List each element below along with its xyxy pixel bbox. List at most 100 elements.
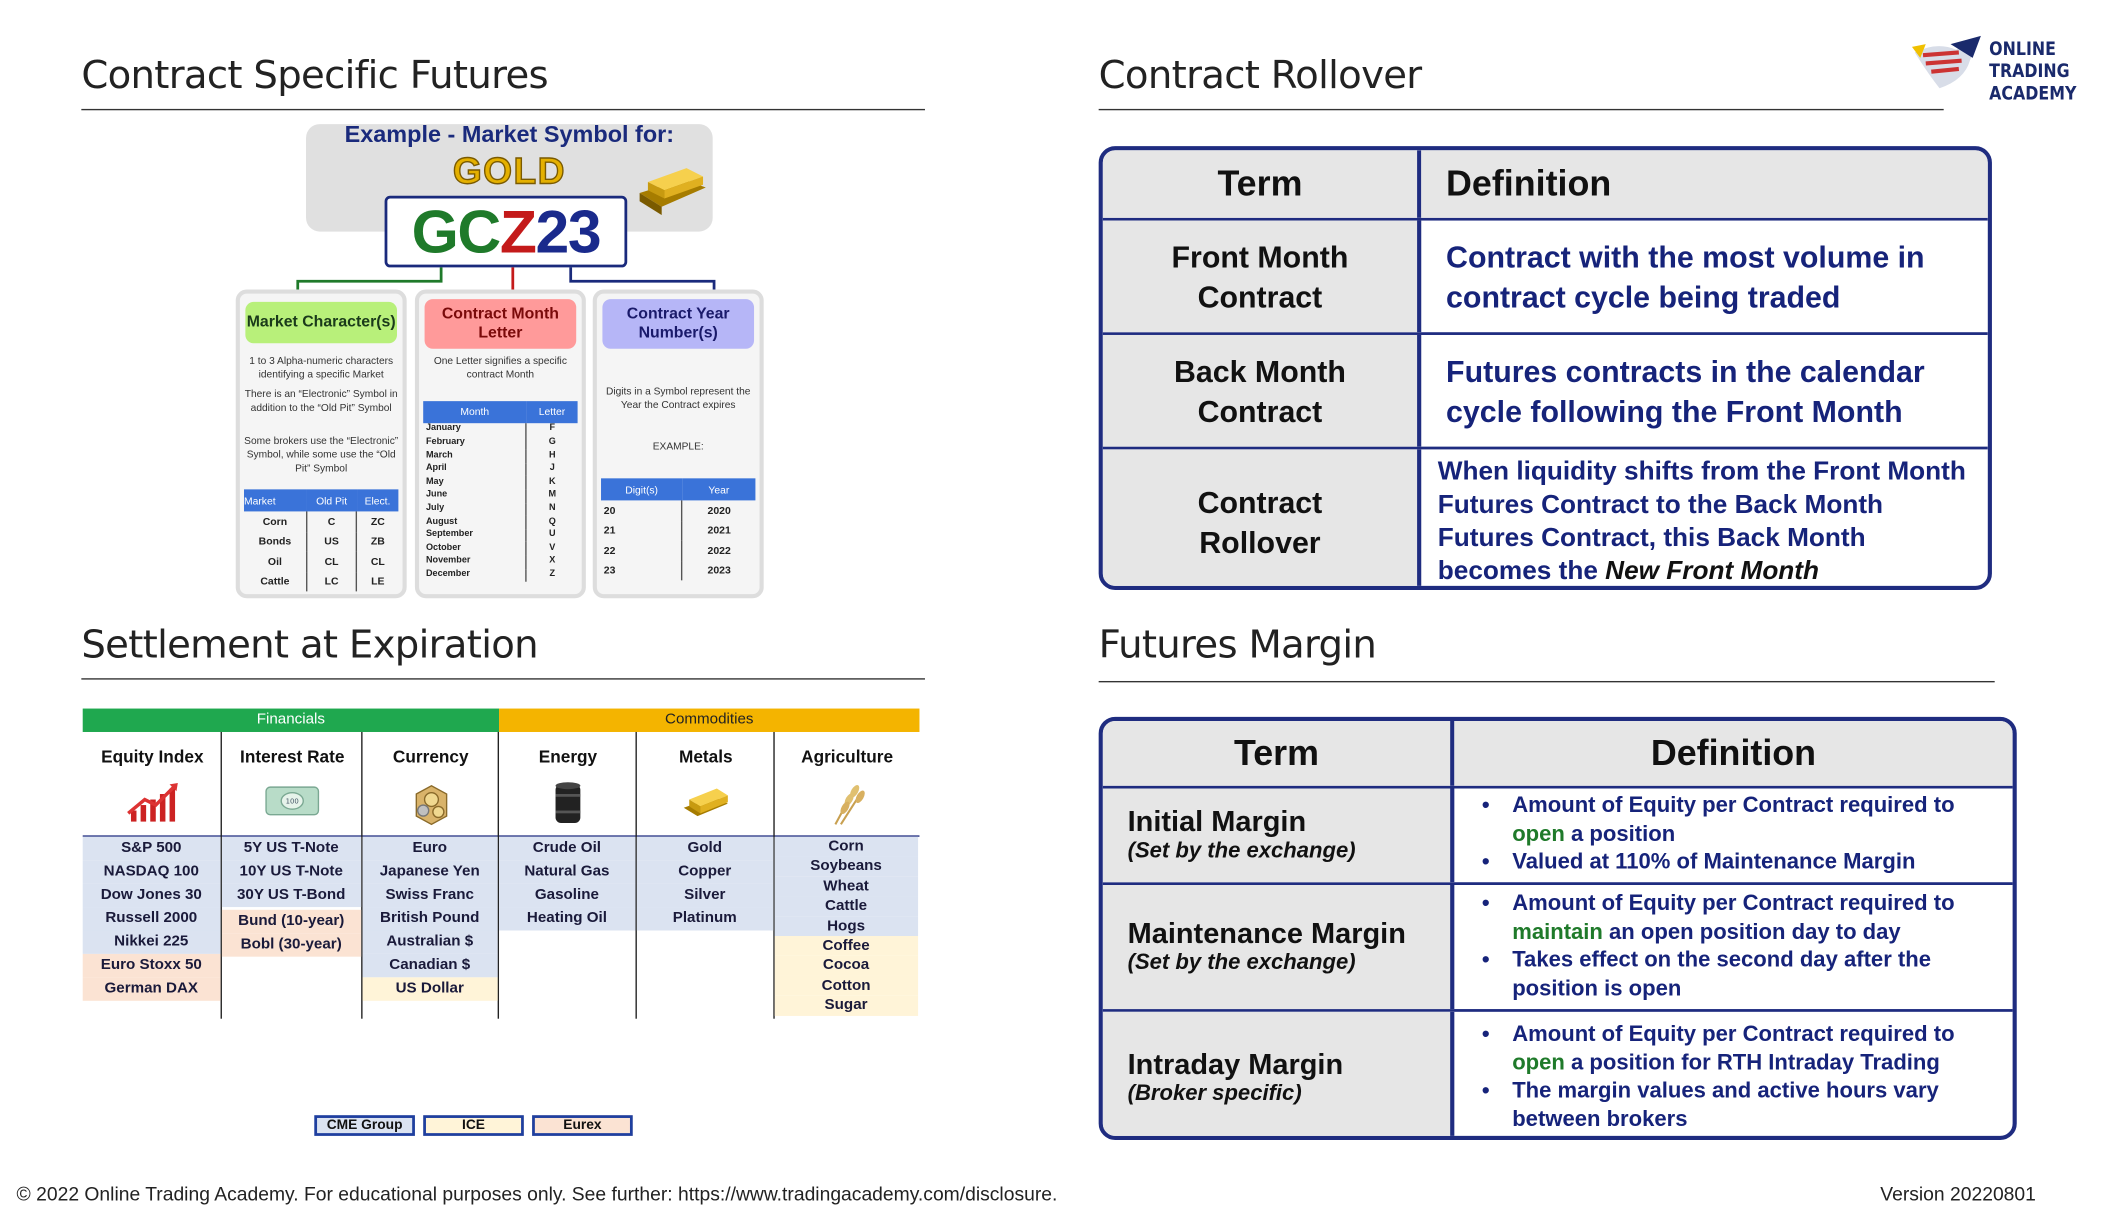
table-cell: ZC bbox=[370, 515, 385, 528]
title-underline bbox=[1098, 108, 1944, 111]
symbol-month-part: Z bbox=[499, 198, 537, 267]
rollover-term-front: Front Month Contract bbox=[1102, 220, 1422, 333]
month-desc: One Letter signifies a specific contract… bbox=[433, 354, 567, 381]
table-row: 22 2022 bbox=[601, 540, 755, 561]
table-header-cell: Digit(s) bbox=[601, 478, 683, 501]
list-item: Japanese Yen bbox=[362, 860, 497, 884]
table-header-cell: Market bbox=[243, 489, 307, 512]
margin-term-intraday-sub: (Broker specific) bbox=[1127, 1082, 1302, 1106]
list-item: Coffee bbox=[774, 935, 918, 956]
table-header-cell: Year bbox=[682, 478, 756, 501]
table-cell: May bbox=[423, 476, 527, 490]
rollover-header-term: Term bbox=[1102, 150, 1422, 218]
table-cell: Oil bbox=[243, 551, 308, 572]
bullet-text: Amount of Equity per Contract required t… bbox=[1512, 1022, 1955, 1047]
margin-term-initial-name: Initial Margin bbox=[1127, 806, 1307, 839]
list-item: •Valued at 110% of Maintenance Margin bbox=[1481, 850, 1916, 875]
table-row: September U bbox=[423, 528, 577, 543]
list-item: •Takes effect on the second day after th… bbox=[1481, 948, 1931, 1001]
list-item: •Amount of Equity per Contract required … bbox=[1481, 794, 1955, 847]
banknote-icon: 100 bbox=[222, 780, 363, 828]
list-item: Russell 2000 bbox=[82, 907, 220, 931]
table-cell: F bbox=[549, 423, 556, 434]
list-item: 10Y US T-Note bbox=[221, 860, 361, 884]
title-underline bbox=[81, 108, 925, 111]
table-row: August Q bbox=[423, 515, 577, 529]
bullet-text: an open position day to day bbox=[1602, 920, 1901, 944]
month-letter-box: Contract Month Letter One Letter signifi… bbox=[414, 289, 586, 599]
bullet-text: a position bbox=[1564, 822, 1676, 847]
list-item: Swiss Franc bbox=[362, 883, 497, 908]
table-cell: January bbox=[423, 423, 527, 437]
table-row: May K bbox=[423, 476, 577, 490]
footer-copyright: © 2022 Online Trading Academy. For educa… bbox=[16, 1182, 1058, 1205]
table-header-cell: Elect. bbox=[356, 489, 399, 512]
market-desc-1: 1 to 3 Alpha-numeric characters identify… bbox=[249, 354, 394, 381]
coins-icon bbox=[363, 780, 499, 834]
margin-term-intraday-name: Intraday Margin bbox=[1127, 1049, 1344, 1081]
bullet-text: Valued at 110% of Maintenance Margin bbox=[1512, 850, 1916, 875]
column-heading: Energy bbox=[538, 747, 598, 767]
table-cell: 22 bbox=[601, 540, 683, 561]
bullet-highlight: maintain bbox=[1512, 920, 1603, 944]
table-cell: US bbox=[306, 531, 358, 552]
rollover-term-back: Back Month Contract bbox=[1102, 334, 1422, 447]
list-item: 5Y US T-Note bbox=[221, 836, 361, 861]
bullet-text: Amount of Equity per Contract required t… bbox=[1512, 794, 1955, 818]
eagle-flag-icon bbox=[1911, 35, 1981, 89]
market-desc-2: There is an “Electronic” Symbol in addit… bbox=[244, 387, 398, 414]
table-cell: C bbox=[306, 511, 358, 532]
table-cell: 2021 bbox=[707, 524, 731, 537]
list-item: Bund (10-year) bbox=[221, 909, 361, 934]
rollover-table: Term Definition Front Month Contract Con… bbox=[1098, 146, 1992, 590]
bullet-highlight: open bbox=[1512, 822, 1565, 847]
table-cell: 2020 bbox=[707, 504, 731, 517]
year-number-box: Contract Year Number(s) Digits in a Symb… bbox=[592, 289, 764, 599]
list-item: •Amount of Equity per Contract required … bbox=[1481, 891, 1955, 944]
table-cell: U bbox=[549, 529, 556, 540]
list-item: NASDAQ 100 bbox=[82, 860, 220, 884]
legend-ice: ICE bbox=[423, 1115, 524, 1136]
list-item: 30Y US T-Bond bbox=[221, 883, 361, 908]
table-cell: March bbox=[423, 449, 527, 463]
list-item: Corn bbox=[774, 836, 918, 857]
rollover-header-definition: Definition bbox=[1421, 150, 1988, 218]
market-character-heading: Market Character(s) bbox=[245, 301, 398, 344]
list-item: Crude Oil bbox=[499, 836, 635, 861]
footer-version: Version 20220801 bbox=[1880, 1182, 2036, 1205]
table-cell: K bbox=[549, 476, 556, 487]
margin-def-maintenance: •Amount of Equity per Contract required … bbox=[1454, 885, 2012, 1009]
table-cell: September bbox=[423, 528, 527, 543]
table-cell: August bbox=[423, 515, 527, 529]
list-item: •The margin values and active hours vary… bbox=[1481, 1079, 1939, 1132]
table-cell: June bbox=[423, 489, 527, 503]
list-item: Gold bbox=[636, 836, 773, 861]
table-cell: J bbox=[549, 463, 555, 474]
table-cell: CL bbox=[306, 551, 358, 572]
table-cell: Q bbox=[548, 516, 556, 526]
table-cell: Corn bbox=[243, 511, 308, 532]
column-divider bbox=[499, 731, 637, 1019]
table-cell: 2022 bbox=[707, 544, 731, 557]
symbol-market-part: GC bbox=[411, 198, 502, 267]
list-item: Bobl (30-year) bbox=[221, 933, 361, 957]
rollover-def-emphasis: New Front Month bbox=[1605, 556, 1820, 586]
list-item: Canadian $ bbox=[362, 953, 497, 978]
rollover-def-back: Futures contracts in the calendar cycle … bbox=[1446, 353, 1925, 429]
list-item: Euro bbox=[362, 836, 497, 861]
list-item: Cattle bbox=[774, 896, 918, 917]
table-row: January F bbox=[423, 423, 577, 437]
rollover-term-rollover: Contract Rollover bbox=[1102, 449, 1422, 586]
list-item: British Pound bbox=[362, 907, 497, 931]
